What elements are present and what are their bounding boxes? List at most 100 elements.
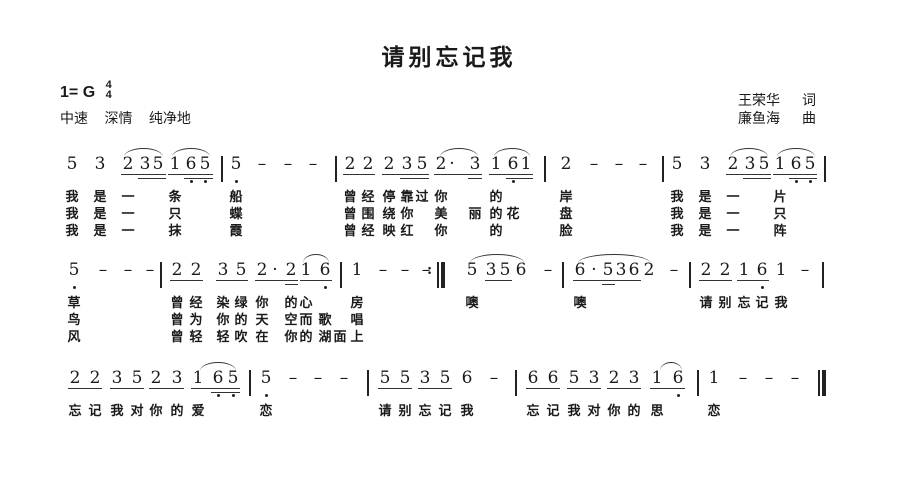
lyric-char: 你: [284, 330, 298, 345]
note: 3: [94, 154, 106, 174]
lyricist-name: 王荣华: [738, 93, 780, 109]
lyric-char: 我: [774, 296, 788, 311]
slur: [578, 254, 650, 263]
lyric-char: 的: [489, 190, 503, 205]
note: 5: [499, 260, 511, 280]
lyric-char: 忘: [418, 404, 432, 419]
beam-underline: [138, 178, 166, 180]
low-octave-dot: [760, 286, 764, 289]
lyric-char: 我: [460, 404, 474, 419]
lyric-char: 我: [670, 224, 684, 239]
low-octave-dot: [203, 180, 207, 183]
song-title: 请别忘记我: [381, 45, 517, 71]
note: 2: [700, 260, 712, 280]
time-signature: 4 4: [105, 78, 112, 100]
note: 5: [227, 368, 239, 388]
lyric-char: 噢: [573, 296, 587, 311]
note: 5: [199, 154, 211, 174]
beam-underline: [615, 280, 641, 282]
lyric-char: 请: [699, 296, 713, 311]
lyric-char: 忘: [526, 404, 540, 419]
lyric-char: 经: [361, 190, 375, 205]
lyric-char: 唱: [350, 313, 364, 328]
slur: [777, 148, 815, 157]
lyric-char: 曾: [343, 190, 357, 205]
lyric-char: 的: [299, 330, 313, 345]
lyric-char: 一: [726, 190, 740, 205]
lyric-char: 我: [65, 224, 79, 239]
barline: [544, 156, 546, 182]
beam-underline: [468, 178, 482, 180]
final-barline-thick: [822, 370, 826, 396]
note: 3: [628, 368, 640, 388]
note: 6: [574, 260, 586, 280]
lyric-char: 在: [255, 330, 269, 345]
lyric-char: 记: [755, 296, 769, 311]
low-octave-dot: [808, 180, 812, 183]
beam-underline: [378, 388, 412, 390]
lyric-char: 忘: [737, 296, 751, 311]
beam-underline: [418, 388, 452, 390]
note: 5: [671, 154, 683, 174]
note: 2: [285, 260, 297, 280]
slur: [303, 254, 329, 263]
slur: [200, 362, 236, 371]
lyric-char: 片: [773, 190, 787, 205]
note: 3: [699, 154, 711, 174]
lyric-char: 记: [546, 404, 560, 419]
note: 5: [230, 154, 242, 174]
note: 5: [439, 368, 451, 388]
lyric-char: 条: [168, 190, 182, 205]
note: 6: [185, 154, 197, 174]
lyric-char: 经: [361, 224, 375, 239]
note: 3: [485, 260, 497, 280]
lyric-char: 一: [726, 207, 740, 222]
note: 3: [419, 368, 431, 388]
beam-underline: [567, 388, 601, 390]
note: 5: [66, 154, 78, 174]
note: 6: [790, 154, 802, 174]
lyric-char: 靠: [400, 190, 414, 205]
beam-underline: [400, 178, 429, 180]
note: 5: [758, 154, 770, 174]
time-signature-top: 4: [105, 78, 112, 91]
lyric-char: 围: [361, 207, 375, 222]
dash: –: [257, 154, 267, 174]
note: 1: [651, 368, 663, 388]
credits: 王荣华词 廉鱼海曲: [738, 92, 816, 128]
lyric-char: 空: [284, 313, 298, 328]
lyric-char: 别: [398, 404, 412, 419]
lyric-char: 我: [65, 207, 79, 222]
lyricist-credit: 王荣华 词: [738, 92, 816, 110]
beam-underline: [789, 178, 817, 180]
composer-name: 廉鱼海: [738, 111, 780, 127]
lyric-char: 一: [726, 224, 740, 239]
lyricist-role: 词: [802, 93, 816, 109]
barline: [335, 156, 337, 182]
repeat-barline-thin: [437, 262, 439, 288]
lyric-char: 噢: [465, 296, 479, 311]
slur: [124, 148, 163, 157]
dash: –: [308, 154, 318, 174]
dash: –: [283, 154, 293, 174]
lyric-char: 草: [67, 296, 81, 311]
lyric-char: 你: [607, 404, 621, 419]
lyric-char: 天: [255, 313, 269, 328]
lyric-char: 盘: [559, 207, 573, 222]
lyric-char: 轻: [216, 330, 230, 345]
lyric-char: 映: [382, 224, 396, 239]
low-octave-dot: [231, 394, 235, 397]
beam-underline: [211, 392, 240, 394]
lyric-char: 的: [284, 296, 298, 311]
beam-underline: [573, 280, 615, 282]
lyric-char: 是: [93, 224, 107, 239]
note: 5: [602, 260, 614, 280]
beam-underline: [168, 174, 213, 176]
key-signature: 1= G 4 4: [60, 79, 112, 102]
note: 6: [527, 368, 539, 388]
lyric-char: 曾: [170, 296, 184, 311]
note: 1: [169, 154, 181, 174]
lyric-char: 对: [587, 404, 601, 419]
beam-underline: [607, 388, 641, 390]
note: 1: [520, 154, 532, 174]
